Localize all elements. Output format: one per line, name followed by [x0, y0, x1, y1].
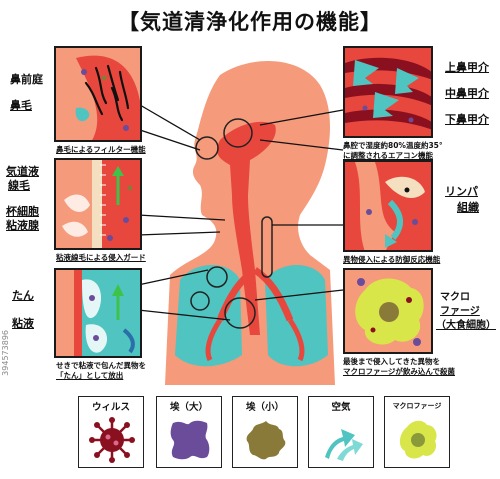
label-phage: ファージ	[440, 306, 480, 317]
panel-nose-filter	[54, 46, 142, 142]
label-phlegm: たん	[12, 289, 34, 302]
caption-turbinates-line1: 鼻腔で湿度約80%温度約35°	[343, 141, 443, 150]
caption-turbinates-line2: に調整されるエアコン機能	[343, 151, 433, 160]
small-dust-icon	[246, 421, 286, 460]
label-goblet-cell: 杯細胞	[6, 205, 39, 218]
label-cilia: 線毛	[8, 179, 30, 192]
panel-lymph-defense	[343, 160, 433, 252]
label-mucus: 粘液	[12, 317, 34, 330]
label-nose-hair: 鼻毛	[10, 99, 32, 112]
label-large-eating-cell: （大食細胞）	[436, 320, 496, 331]
panel-nasal-turbinates	[343, 46, 433, 138]
stock-watermark-id: 394573896	[1, 330, 10, 376]
panel-sputum-cough	[54, 268, 142, 358]
caption-lymph-defense: 異物侵入による防御反応機能	[343, 255, 441, 264]
caption-mucociliary: 粘液線毛による侵入ガード	[56, 253, 146, 262]
page-title: 【気道清浄化作用の機能】	[118, 10, 382, 34]
legend-virus: ウィルス	[78, 396, 144, 468]
panel-mucociliary	[54, 158, 142, 250]
legend-air: 空気	[308, 396, 374, 468]
caption-macrophage-line1: 最後まで侵入してきた異物を	[343, 357, 441, 366]
panel-macrophage	[343, 268, 433, 354]
legend-small-dust: 埃（小）	[232, 396, 298, 468]
label-mucous-gland: 粘液腺	[6, 219, 39, 232]
label-nasal-vestibule: 鼻前庭	[10, 73, 43, 86]
label-macro: マクロ	[440, 292, 470, 303]
respiratory-body-illustration	[165, 61, 335, 385]
label-tissue: 組織	[457, 201, 479, 214]
caption-nose-filter: 鼻毛によるフィルター機能	[56, 145, 146, 154]
legend-macrophage: マクロファージ	[384, 396, 450, 468]
caption-sputum-line2: 「たん」として放出	[56, 371, 124, 380]
caption-macrophage-line2: マクロファージが飲み込んで殺菌	[343, 367, 455, 376]
air-icon	[325, 429, 363, 461]
label-middle-turbinate: 中鼻甲介	[445, 87, 489, 100]
label-airway-fluid: 気道液	[6, 165, 39, 178]
label-inferior-turbinate: 下鼻甲介	[445, 113, 489, 126]
macrophage-icon	[399, 420, 437, 459]
legend-large-dust: 埃（大）	[156, 396, 222, 468]
virus-icon	[89, 417, 135, 463]
label-superior-turbinate: 上鼻甲介	[445, 61, 489, 74]
label-lymph: リンパ	[445, 185, 478, 198]
large-dust-icon	[170, 420, 210, 460]
caption-sputum-line1: せきで粘液で包んだ異物を	[56, 361, 146, 370]
